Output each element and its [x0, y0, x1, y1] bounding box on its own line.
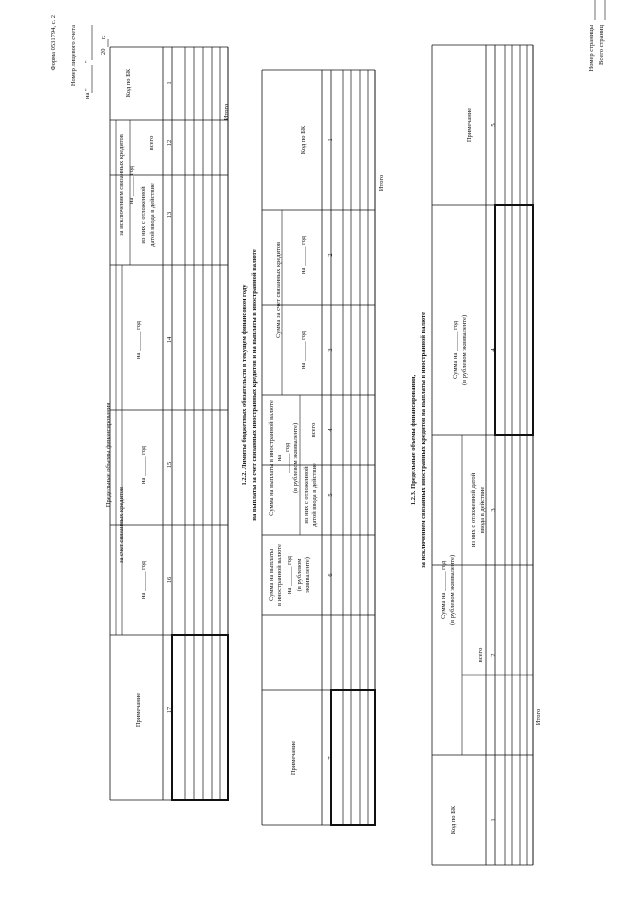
t1-sub-total: всего	[148, 135, 155, 151]
t1-num-15: 15	[166, 461, 173, 469]
t1-group-credits: за счет связанных кредитов	[118, 486, 125, 564]
t2-num-2: 2	[327, 253, 334, 257]
t2-group-fx-1: Сумма на выплаты в иностранной валюте	[268, 400, 275, 516]
t2-total-label: Итого	[378, 174, 385, 192]
t3-num-1: 1	[490, 818, 497, 822]
t1-sub-delayed-1: из них с отложенной	[140, 186, 147, 244]
t3-num-3: 3	[490, 508, 497, 512]
t1-sub-delayed-2: датой ввода в действие	[149, 183, 156, 247]
date-mid: "	[84, 60, 91, 63]
t3-num-5: 5	[490, 123, 497, 127]
section2-title-1: 1.2.2. Лимиты бюджетных обязательств в т…	[241, 284, 248, 486]
t1-num-1: 1	[166, 81, 173, 85]
t1-credit-y1: на ______ год	[140, 446, 147, 484]
section3-title-1: 1.2.3. Предельные объемы финансирования,	[410, 374, 417, 506]
section2-title-2: на выплаты за счет связанных иностранных…	[251, 249, 258, 521]
t2-col6-2: в иностранной валюте	[276, 544, 283, 606]
t1-num-17: 17	[166, 706, 173, 714]
t3-sub-delayed-2: ввода в действие	[479, 486, 486, 534]
t2-num-1: 1	[327, 138, 334, 142]
t2-group-fx-4: (в рублевом эквиваленте)	[292, 422, 299, 494]
t2-col6-1: Сумма на выплаты	[268, 548, 275, 602]
t3-num-2: 2	[490, 653, 497, 657]
t1-bold-box	[171, 634, 229, 801]
t1-num-14: 14	[166, 336, 173, 344]
t2-num-6: 6	[327, 573, 334, 577]
t2-col6-3: на ______ год	[286, 556, 293, 594]
date-year-prefix: 20	[100, 48, 107, 56]
t3-bold-box	[494, 204, 534, 436]
t1-total-label: Итого	[223, 103, 230, 121]
t3-group-a-2: (в рублевом эквиваленте)	[449, 554, 456, 626]
t3-sub-delayed-1: из них с отложенной датой	[470, 472, 477, 548]
t2-num-3: 3	[327, 348, 334, 352]
t2-col-note: Примечание	[290, 740, 297, 776]
t1-credit-y2: на ______ год	[140, 561, 147, 599]
t2-num-4: 4	[327, 428, 334, 432]
t3-num-4: 4	[490, 348, 497, 352]
t1-group-excl: за исключением связанных кредитов	[118, 134, 125, 236]
form-label: Форма 0531794, с. 2	[50, 15, 57, 71]
t2-col6-4: (в рублевом	[296, 558, 303, 592]
t2-group-credits: Сумма за счет связанных кредитов	[275, 241, 282, 339]
t2-sub-total: всего	[310, 422, 317, 438]
t3-col-code: Код по БК	[450, 805, 457, 835]
t2-credit-y1: на ______ год	[300, 236, 307, 274]
t1-col-note: Примечание	[135, 692, 142, 728]
t3-total-label: Итого	[535, 708, 542, 726]
t1-num-12: 12	[166, 139, 173, 147]
t2-sub-delayed-2: датой ввода в действие	[311, 463, 318, 527]
date-prefix: на "	[84, 88, 91, 99]
t1-group-excl-year: на ______ год	[128, 166, 135, 204]
section3-title-2: за исключением связанных иностранных кре…	[420, 311, 427, 569]
t2-col-code: Код по БК	[300, 125, 307, 155]
t2-num-7: 7	[327, 756, 334, 760]
t3-sub-total: всего	[477, 647, 484, 663]
t3-col-note: Примечание	[466, 107, 473, 143]
t2-col6-5: эквиваленте)	[304, 557, 311, 593]
t2-group-fx-2: на	[276, 454, 283, 462]
t1-group-main: Предельные объемы финансирования	[105, 402, 112, 508]
date-year-suffix: г.	[100, 35, 107, 39]
t2-bold-box	[330, 689, 376, 826]
t2-num-5: 5	[327, 493, 334, 497]
t2-credit-y2: на ______ год	[300, 331, 307, 369]
t3-group-b-1: Сумма на ______ год	[452, 320, 459, 380]
page-number-label: Номер страницы	[588, 25, 595, 72]
t1-col-code: Код по БК	[125, 68, 132, 98]
pages-total-label: Всего страниц	[598, 25, 605, 65]
t3-group-b-2: (в рублевом эквиваленте)	[461, 314, 468, 386]
t1-excl-year2: на ______ год	[135, 321, 142, 359]
t2-group-fx-3: ______ год	[284, 443, 291, 473]
t1-num-13: 13	[166, 211, 173, 219]
t3-group-a-1: Сумма на ______ год	[440, 560, 447, 620]
t2-sub-delayed-1: из них с отложенной	[303, 466, 310, 524]
t1-num-16: 16	[166, 576, 173, 584]
account-label: Номер лицевого счета	[70, 25, 77, 87]
